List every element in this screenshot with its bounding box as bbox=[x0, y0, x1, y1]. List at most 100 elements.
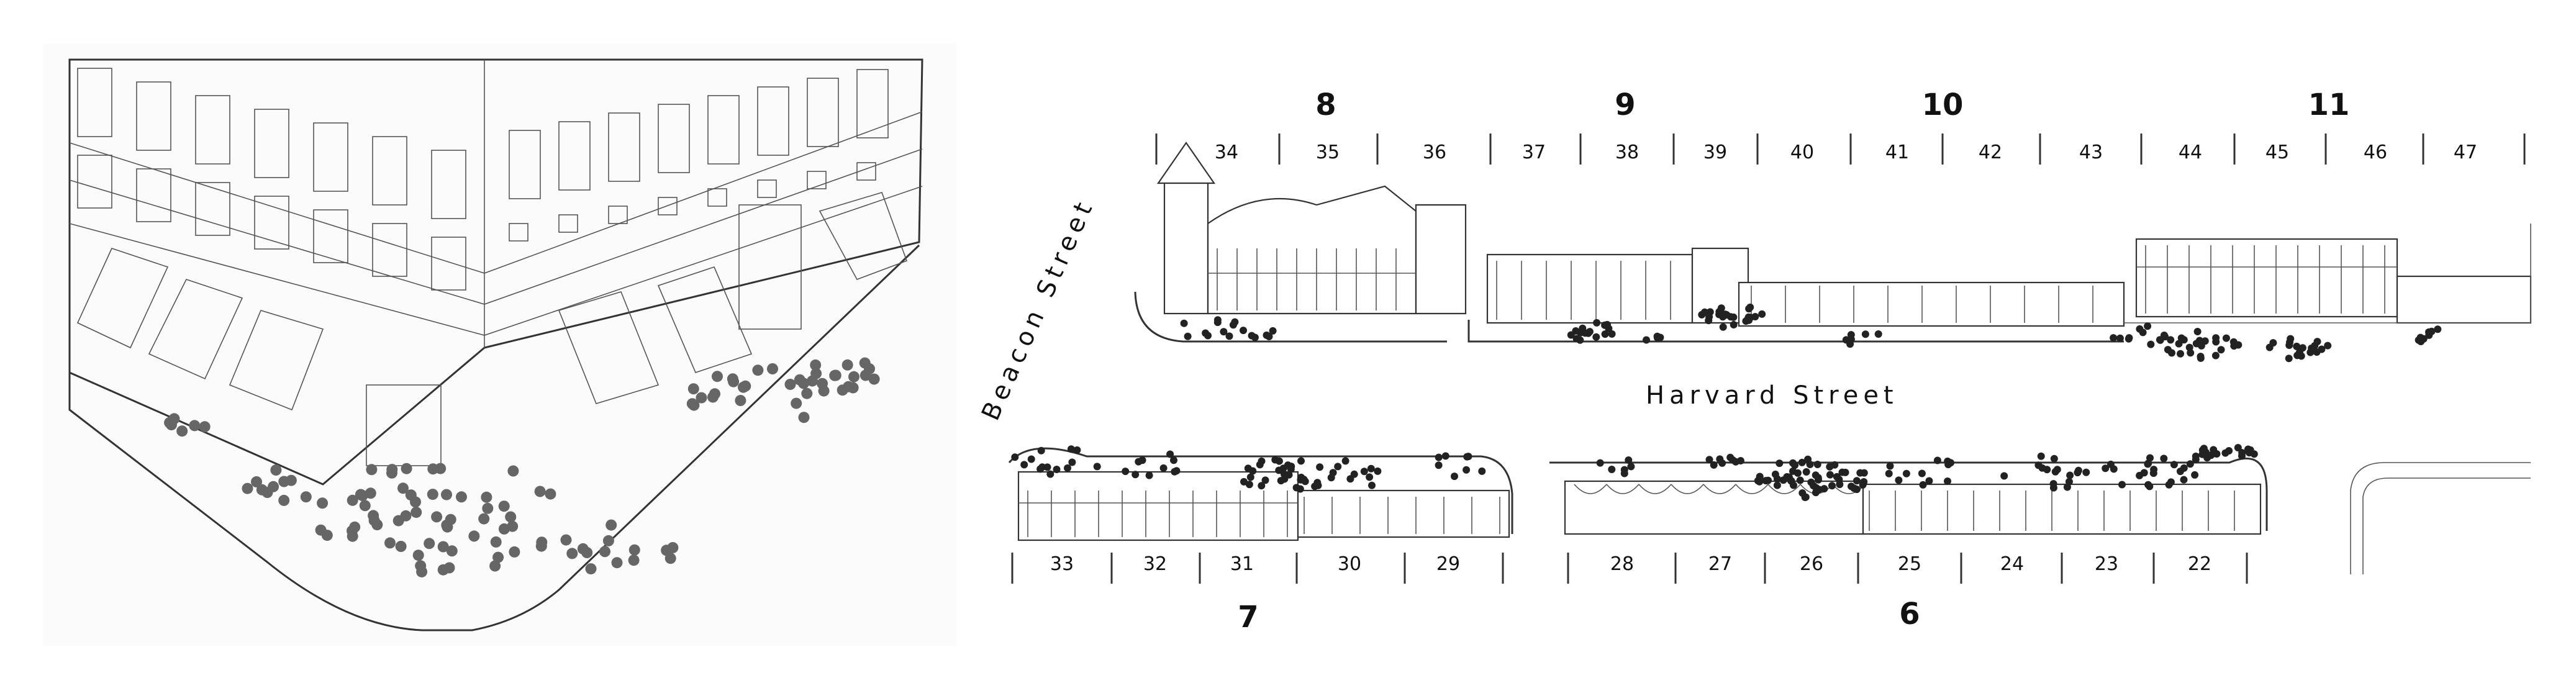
building-46-47 bbox=[2396, 275, 2532, 324]
lot-label: 33 bbox=[1050, 553, 1074, 575]
pedestrian-dot bbox=[1366, 473, 1374, 481]
pedestrian-dot bbox=[1717, 304, 1725, 312]
pedestrian-dot bbox=[2293, 342, 2301, 350]
window bbox=[608, 206, 628, 224]
pedestrian-dot bbox=[168, 413, 180, 425]
pedestrian-dot bbox=[602, 535, 614, 546]
pedestrian-dot bbox=[1159, 464, 1168, 472]
pedestrian-dot bbox=[1435, 453, 1443, 461]
tudor-building bbox=[1207, 185, 1417, 315]
window-grid bbox=[77, 68, 889, 291]
pedestrian-dot bbox=[1874, 330, 1882, 338]
pedestrian-dot bbox=[1284, 461, 1292, 469]
pedestrian-dot bbox=[686, 398, 698, 410]
pedestrian-dot bbox=[1933, 456, 1941, 464]
pedestrian-dot bbox=[1463, 466, 1471, 474]
pedestrian-dot bbox=[1292, 484, 1300, 492]
pedestrian-dot bbox=[2234, 444, 2242, 451]
lot-label: 46 bbox=[2364, 142, 2387, 163]
awning-arc bbox=[1735, 484, 1769, 494]
pedestrian-dot bbox=[478, 513, 490, 525]
pedestrian-dot bbox=[445, 513, 456, 525]
pedestrian-dot bbox=[507, 465, 519, 477]
window bbox=[558, 121, 591, 191]
pedestrian-dot bbox=[707, 391, 719, 403]
pedestrian-dot bbox=[1776, 459, 1784, 468]
pedestrian-dot bbox=[628, 544, 640, 556]
pedestrian-dot bbox=[2107, 460, 2115, 468]
pedestrian-dot bbox=[2193, 328, 2202, 335]
pedestrian-dot bbox=[410, 507, 422, 518]
pedestrian-dots-inset bbox=[164, 357, 880, 577]
pedestrian-dot bbox=[2146, 482, 2154, 491]
pedestrian-dot bbox=[1435, 461, 1443, 469]
pedestrian-dot bbox=[2144, 322, 2152, 330]
window bbox=[658, 104, 690, 173]
pedestrian-dot bbox=[1567, 331, 1575, 339]
south-lot-dividers bbox=[1011, 553, 2248, 584]
pedestrian-dot bbox=[242, 482, 253, 494]
pedestrian-dot bbox=[1814, 474, 1822, 482]
pedestrian-dot bbox=[1020, 461, 1028, 469]
window bbox=[136, 168, 171, 222]
pedestrian-dot bbox=[1576, 336, 1584, 344]
pedestrian-dot bbox=[347, 494, 358, 506]
pedestrian-dot bbox=[366, 464, 378, 476]
pedestrian-dot bbox=[176, 425, 188, 437]
pedestrian-dot bbox=[1037, 446, 1045, 455]
pedestrian-dot bbox=[1011, 453, 1019, 461]
window bbox=[856, 162, 876, 181]
pedestrian-dot bbox=[2144, 460, 2152, 468]
awning-arc bbox=[1703, 484, 1736, 494]
pedestrian-dot bbox=[1258, 482, 1266, 490]
pedestrian-dot bbox=[481, 491, 492, 503]
pedestrian-dot bbox=[1240, 477, 1248, 486]
harvard-street-label: Harvard Street bbox=[1646, 381, 1898, 410]
pedestrian-dot bbox=[489, 560, 501, 572]
pedestrian-dot bbox=[315, 524, 327, 536]
pedestrian-dot bbox=[1297, 457, 1305, 465]
pedestrian-dot bbox=[2147, 340, 2155, 348]
pedestrian-dot bbox=[1918, 469, 1926, 477]
pedestrian-dot bbox=[1732, 458, 1739, 466]
pedestrian-dot bbox=[1838, 468, 1846, 476]
pedestrian-dot bbox=[752, 364, 764, 376]
pedestrian-dot bbox=[585, 563, 597, 575]
pedestrian-dot bbox=[2238, 452, 2246, 460]
awning-arc bbox=[1767, 484, 1801, 494]
window bbox=[195, 95, 230, 165]
window bbox=[757, 86, 789, 156]
pedestrian-dot bbox=[735, 395, 746, 406]
pedestrian-dot bbox=[2222, 334, 2230, 342]
window bbox=[313, 122, 348, 192]
pedestrian-dot bbox=[2180, 476, 2188, 484]
pedestrian-dot bbox=[1944, 477, 1951, 485]
north-sidewalk-curb-2 bbox=[1467, 320, 2124, 343]
window bbox=[431, 237, 466, 291]
pedestrian-dot bbox=[1064, 464, 1071, 472]
pedestrian-dot bbox=[1327, 474, 1335, 482]
pedestrian-dot bbox=[1835, 476, 1843, 484]
pedestrian-dot bbox=[2140, 469, 2148, 477]
pedestrian-dot bbox=[1860, 469, 1868, 477]
lot-label: 44 bbox=[2179, 142, 2202, 163]
pedestrian-dot bbox=[1861, 330, 1869, 338]
block-label: 8 bbox=[1315, 88, 1336, 122]
corner-perspective-inset bbox=[43, 43, 956, 646]
pedestrian-dot bbox=[405, 489, 417, 501]
north-sidewalk-curb-3 bbox=[2124, 224, 2531, 323]
north-facade-details bbox=[1208, 245, 2397, 323]
pedestrian-dot bbox=[1853, 477, 1861, 485]
south-sidewalk-curb-1 bbox=[1008, 447, 1513, 534]
pedestrian-dot bbox=[1608, 466, 1616, 473]
lot-label: 32 bbox=[1143, 553, 1167, 575]
pedestrian-dot bbox=[1806, 461, 1814, 468]
pedestrian-dot bbox=[728, 376, 740, 387]
pedestrian-dot bbox=[829, 369, 841, 381]
lot-label: 30 bbox=[1338, 553, 1361, 575]
pedestrian-dot bbox=[1281, 470, 1288, 478]
north-block-labels: 8 9 10 11 bbox=[1315, 88, 2349, 122]
window bbox=[372, 223, 407, 277]
pedestrian-dot bbox=[2074, 466, 2082, 474]
pedestrian-dot bbox=[1240, 327, 1247, 335]
